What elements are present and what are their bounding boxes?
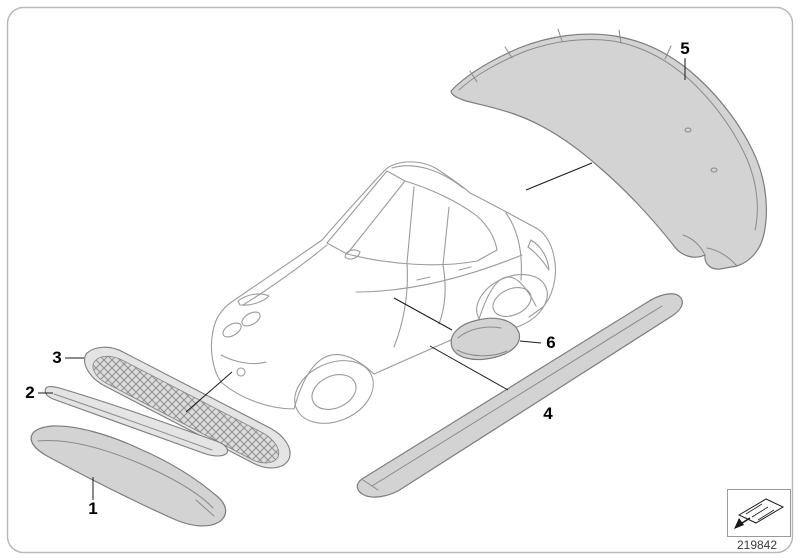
callout-3[interactable]: 3 xyxy=(52,348,61,367)
part-mirror-cap[interactable] xyxy=(450,317,521,361)
pictogram-hatch xyxy=(745,503,775,521)
leader-6 xyxy=(519,340,542,344)
callout-1[interactable]: 1 xyxy=(88,499,97,518)
part-front-trim-strip[interactable] xyxy=(44,385,229,457)
wedge-cross-section-pictogram-icon xyxy=(727,489,791,537)
leader-bumper-to-car xyxy=(525,162,593,191)
callout-5[interactable]: 5 xyxy=(680,39,689,58)
callout-2[interactable]: 2 xyxy=(25,383,34,402)
callout-4[interactable]: 4 xyxy=(543,404,553,423)
part-side-skirt[interactable] xyxy=(356,293,683,498)
leader-car-to-mirror-cap xyxy=(393,297,453,331)
leader-car-to-grille xyxy=(185,371,233,413)
leader-lines xyxy=(38,58,686,500)
part-front-spoiler-lip[interactable] xyxy=(30,425,227,527)
front-wheel xyxy=(294,360,374,424)
part-front-grille-mesh-insert[interactable] xyxy=(84,346,291,469)
rear-wheel xyxy=(476,274,548,330)
part-rear-bumper-cover[interactable] xyxy=(450,28,767,270)
kidney-grille-icon xyxy=(241,311,261,327)
kidney-grille-icon xyxy=(222,322,242,338)
car-mirror xyxy=(344,249,361,260)
callout-6[interactable]: 6 xyxy=(546,333,555,352)
figure-number: 219842 xyxy=(737,538,777,552)
leader-car-to-skirt xyxy=(429,345,509,391)
pictogram-arrow-head xyxy=(734,518,744,529)
grille-mesh-hatch xyxy=(92,355,280,464)
car-body-outline xyxy=(210,161,556,384)
